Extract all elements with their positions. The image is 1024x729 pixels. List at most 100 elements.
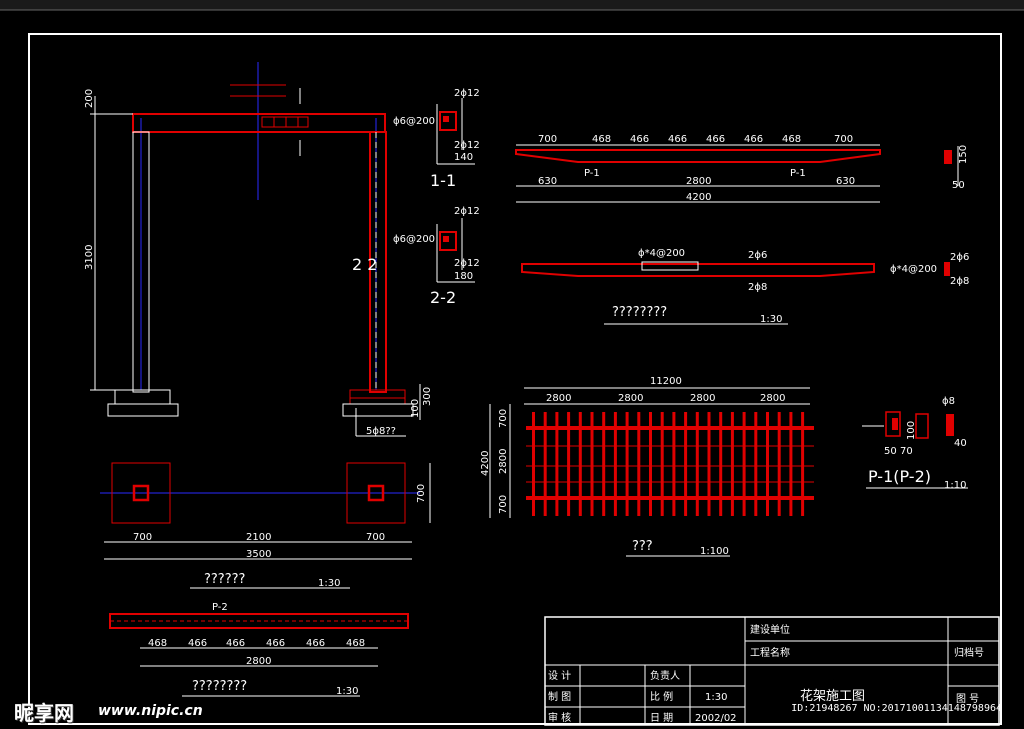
pergola-bay-1: 2800 [546,393,571,404]
p1-label-left: P-1 [584,168,600,179]
pergola-rafter [789,412,793,516]
dim-200: 200 [84,89,95,108]
section-1-1: 2ϕ12 ϕ6@200 2ϕ12 140 1-1 [393,88,480,190]
rebar-top-1: 2ϕ12 [454,88,480,99]
pergola-plan: 11200 2800 2800 2800 2800 700 2800 700 4… [480,376,814,557]
p1-scale: 1:30 [760,314,782,325]
tb-project-label: 工程名称 [750,646,790,659]
dim-3100: 3100 [84,245,95,270]
detail-dim-50: 50 [884,446,897,457]
pergola-rafter [625,412,629,516]
pergola-rafter [672,412,676,516]
pergola-rafter [578,412,582,516]
p1-dim-5: 466 [706,134,725,145]
plan-dim-700-left: 700 [133,532,152,543]
pergola-rafter [695,412,699,516]
title-block: 建设单位 工程名称 归档号 设 计 制 图 审 核 负责人 比 例 1:30 日… [544,616,1000,726]
pergola-rafter [742,412,746,516]
pergola-rafter [801,412,805,516]
p1-dim-6: 466 [744,134,763,145]
p1-end-bottom: 2ϕ8 [950,276,969,287]
pergola-rafter [532,412,535,516]
section-cut-label: 2 2 [352,255,377,274]
p1-bottom-rebar: 2ϕ8 [748,282,767,293]
pergola-rafter [766,412,769,516]
beam-p2-title: ???????? [192,679,247,694]
p1-small-50: 50 [952,180,965,191]
dim-base-300: 300 [422,387,433,406]
plan-dim-2100: 2100 [246,532,271,543]
plan-title: ?????? [204,572,245,587]
base-rebar-label: 5ϕ8?? [366,426,396,437]
beam-p2-scale: 1:30 [336,686,358,697]
pergola-left-2800: 2800 [498,449,509,474]
pergola-scale: 1:100 [700,546,729,557]
pergola-rafter [613,412,617,516]
p1-label-right: P-1 [790,168,806,179]
pergola-rafter [730,412,734,516]
p1-end-stirrup: ϕ*4@200 [890,264,937,275]
detail-dim-100: 100 [906,421,917,440]
pergola-rafter [602,412,606,516]
plan-total: 3500 [246,549,271,560]
pergola-title: ??? [632,539,653,554]
p1-dim-2: 468 [592,134,611,145]
p1-mid: 2800 [686,176,711,187]
rebar-bottom-1: 2ϕ12 [454,140,480,151]
p1-top-rebar: 2ϕ6 [748,250,767,261]
footing-plan: 700 700 2100 700 3500 ?????? 1:30 [100,462,431,589]
tb-scale-value: 1:30 [705,692,727,703]
pergola-rafter [660,412,664,516]
detail-p1-p2: ϕ8 50 70 100 40 P-1(P-2) 1:10 [862,396,968,491]
p1-side-left: 630 [538,176,557,187]
pergola-rafter [567,412,571,516]
top-strip [0,0,1024,10]
pergola-beam-bottom [526,496,814,500]
tb-check-label: 审 核 [548,711,571,724]
width-180: 180 [454,271,473,282]
rebar-top-2: 2ϕ12 [454,206,480,217]
beam-p1-elevation: 700 468 466 466 466 466 468 700 P-1 P-1 … [515,134,969,203]
pergola-rafter [590,412,594,516]
beam-p2: P-2 468 466 466 466 466 468 2800 ???????… [109,602,409,697]
tb-date-value: 2002/02 [695,713,737,724]
p1-total: 4200 [686,192,711,203]
detail-title: P-1(P-2) [868,467,931,486]
plan-side-700: 700 [416,484,427,503]
pergola-bay-2: 2800 [618,393,643,404]
pergola-rafter [555,412,559,516]
p1-dim-3: 466 [630,134,649,145]
pergola-left-700a: 700 [498,409,509,428]
pergola-rafter [684,412,688,516]
watermark-id: ID:21948267 NO:20171001134148798964 [791,703,1002,714]
drawing-border [28,33,1002,725]
width-140: 140 [454,152,473,163]
detail-rebar: ϕ8 [942,396,955,407]
pergola-beam-top [526,426,814,430]
pergola-rafter [754,412,758,516]
plan-scale: 1:30 [318,578,340,589]
tb-lead-label: 负责人 [650,669,680,682]
pergola-rafter [649,412,652,516]
p1-dim-7: 468 [782,134,801,145]
pergola-rafter [719,412,723,516]
detail-scale: 1:10 [944,480,966,491]
tb-scale-label: 比 例 [650,690,673,703]
detail-dim-70: 70 [900,446,913,457]
section-2-2-title: 2-2 [430,288,456,307]
beam-p2-total: 2800 [246,656,271,667]
rebar-bottom-2: 2ϕ12 [454,258,480,269]
beam-p2-dim-6: 468 [346,638,365,649]
p1-small-150: 150 [958,145,969,164]
frame-elevation: 200 3100 100 300 5ϕ8?? 2 2 [84,62,433,437]
pergola-total: 11200 [650,376,682,387]
beam-p2-dim-5: 466 [306,638,325,649]
tb-date-label: 日 期 [650,712,673,724]
pergola-left-700b: 700 [498,495,509,514]
p1-stirrup: ϕ*4@200 [638,248,685,259]
tb-drawing-no-label: 图 号 [956,693,979,705]
pergola-bay-3: 2800 [690,393,715,404]
p1-end-top: 2ϕ6 [950,252,969,263]
beam-p2-dim-3: 466 [226,638,245,649]
p1-dim-1: 700 [538,134,557,145]
